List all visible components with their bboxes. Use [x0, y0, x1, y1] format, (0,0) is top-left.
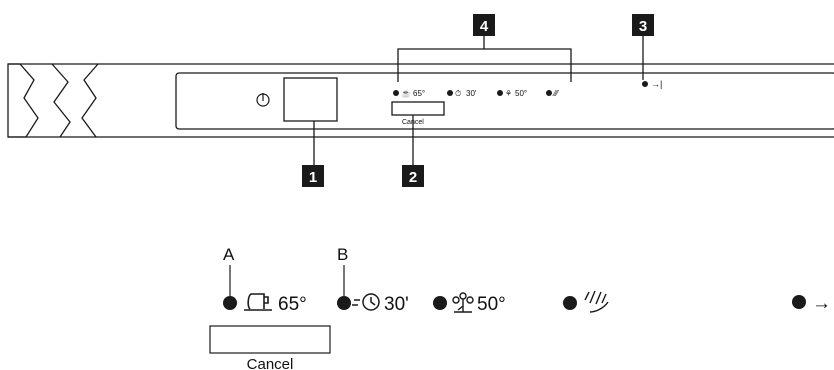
label-b: B — [337, 245, 348, 264]
end-indicator-dot — [792, 295, 806, 309]
callout-4-bracket — [397, 48, 572, 82]
detail-dot-2 — [337, 296, 351, 310]
detail-dot-4 — [563, 296, 577, 310]
callout-4: 4 — [473, 14, 495, 36]
panel-indicators: ☕ 65° ⏱ 30' ⚘ 50° ⁄⁄⁄ Cancel →| — [393, 79, 662, 126]
label-a: A — [223, 245, 235, 264]
cup-icon — [244, 293, 272, 311]
indicator-dot — [393, 90, 399, 96]
svg-text:1: 1 — [309, 169, 317, 186]
quick-clock-icon — [352, 293, 380, 311]
panel-cancel-button — [391, 101, 445, 116]
panel-strip — [7, 36, 834, 165]
svg-text:3: 3 — [639, 18, 647, 35]
quick-clock-icon: ⏱ — [455, 89, 461, 98]
indicator-dot — [546, 90, 552, 96]
svg-text:2: 2 — [409, 169, 417, 186]
panel-prog-2-text: 30' — [466, 89, 477, 98]
detail-dot-3 — [433, 296, 447, 310]
detail-prog-3-text: 50° — [477, 294, 506, 315]
svg-text:4: 4 — [480, 18, 489, 35]
end-indicator-dot — [642, 81, 648, 87]
detail-dot-1 — [223, 296, 237, 310]
panel-prog-1-text: 65° — [413, 89, 425, 98]
indicator-dot — [497, 90, 503, 96]
display-window — [283, 77, 338, 122]
eco-plant-icon — [452, 292, 474, 313]
inner-panel — [175, 72, 834, 130]
power-icon — [256, 93, 270, 107]
indicator-dot — [447, 90, 453, 96]
panel-cancel-label: Cancel — [402, 119, 424, 126]
prewash-spray-icon — [584, 290, 609, 313]
detail-prog-2-text: 30' — [384, 294, 409, 315]
end-arrow-icon: →| — [651, 79, 662, 89]
detail-cancel-label: Cancel — [247, 356, 294, 370]
callout-1: 1 — [302, 165, 324, 187]
detail-prog-1-text: 65° — [278, 294, 307, 315]
break-line — [51, 63, 71, 138]
eco-plant-icon: ⚘ — [505, 89, 512, 98]
detail-cancel-button — [209, 325, 331, 354]
prewash-spray-icon: ⁄⁄⁄ — [552, 89, 560, 98]
callout-2: 2 — [402, 165, 424, 187]
detail-view: A B 65° 30' 50° — [209, 245, 831, 370]
end-arrow-icon: → — [812, 293, 831, 314]
cup-icon: ☕ — [401, 88, 411, 98]
callout-3: 3 — [632, 14, 654, 36]
panel-prog-3-text: 50° — [515, 89, 527, 98]
